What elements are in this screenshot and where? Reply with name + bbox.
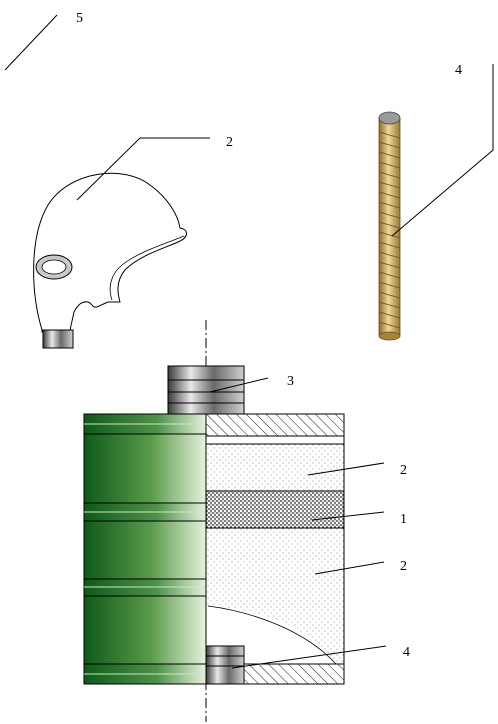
label-lower-leader bbox=[314, 561, 385, 575]
threaded-rod bbox=[378, 111, 401, 341]
layer-upper-2 bbox=[206, 444, 344, 491]
label-layer-upper: 2 bbox=[400, 463, 407, 478]
label-mask-leader bbox=[76, 137, 210, 201]
label-base-plug: 4 bbox=[403, 645, 410, 660]
layer-middle-1 bbox=[205, 490, 345, 529]
label-middle-leader bbox=[311, 511, 385, 521]
canister-section bbox=[205, 413, 345, 685]
top-cap bbox=[167, 365, 245, 415]
bottom-plug bbox=[205, 645, 245, 685]
layer-lower-2 bbox=[206, 528, 344, 664]
rod-threads bbox=[378, 131, 401, 329]
label-layer-middle: 1 bbox=[400, 512, 407, 527]
label-5: 5 bbox=[76, 11, 83, 26]
mask-filter-connector bbox=[42, 329, 74, 349]
section-bottom-wall bbox=[243, 663, 345, 685]
canister-exterior bbox=[83, 413, 207, 685]
section-top-wall bbox=[205, 413, 345, 437]
label-upper-leader bbox=[307, 462, 385, 476]
label-mask: 2 bbox=[226, 135, 233, 150]
label-cap-leader bbox=[209, 377, 269, 393]
label-rod-leader bbox=[391, 64, 494, 237]
label-plug-leader bbox=[231, 645, 387, 669]
rod-tip bbox=[378, 111, 401, 125]
gas-mask bbox=[33, 172, 187, 349]
label-cap: 3 bbox=[287, 374, 294, 389]
label-5-leader bbox=[4, 14, 58, 71]
label-rod: 4 bbox=[455, 63, 462, 78]
label-layer-lower: 2 bbox=[400, 559, 407, 574]
